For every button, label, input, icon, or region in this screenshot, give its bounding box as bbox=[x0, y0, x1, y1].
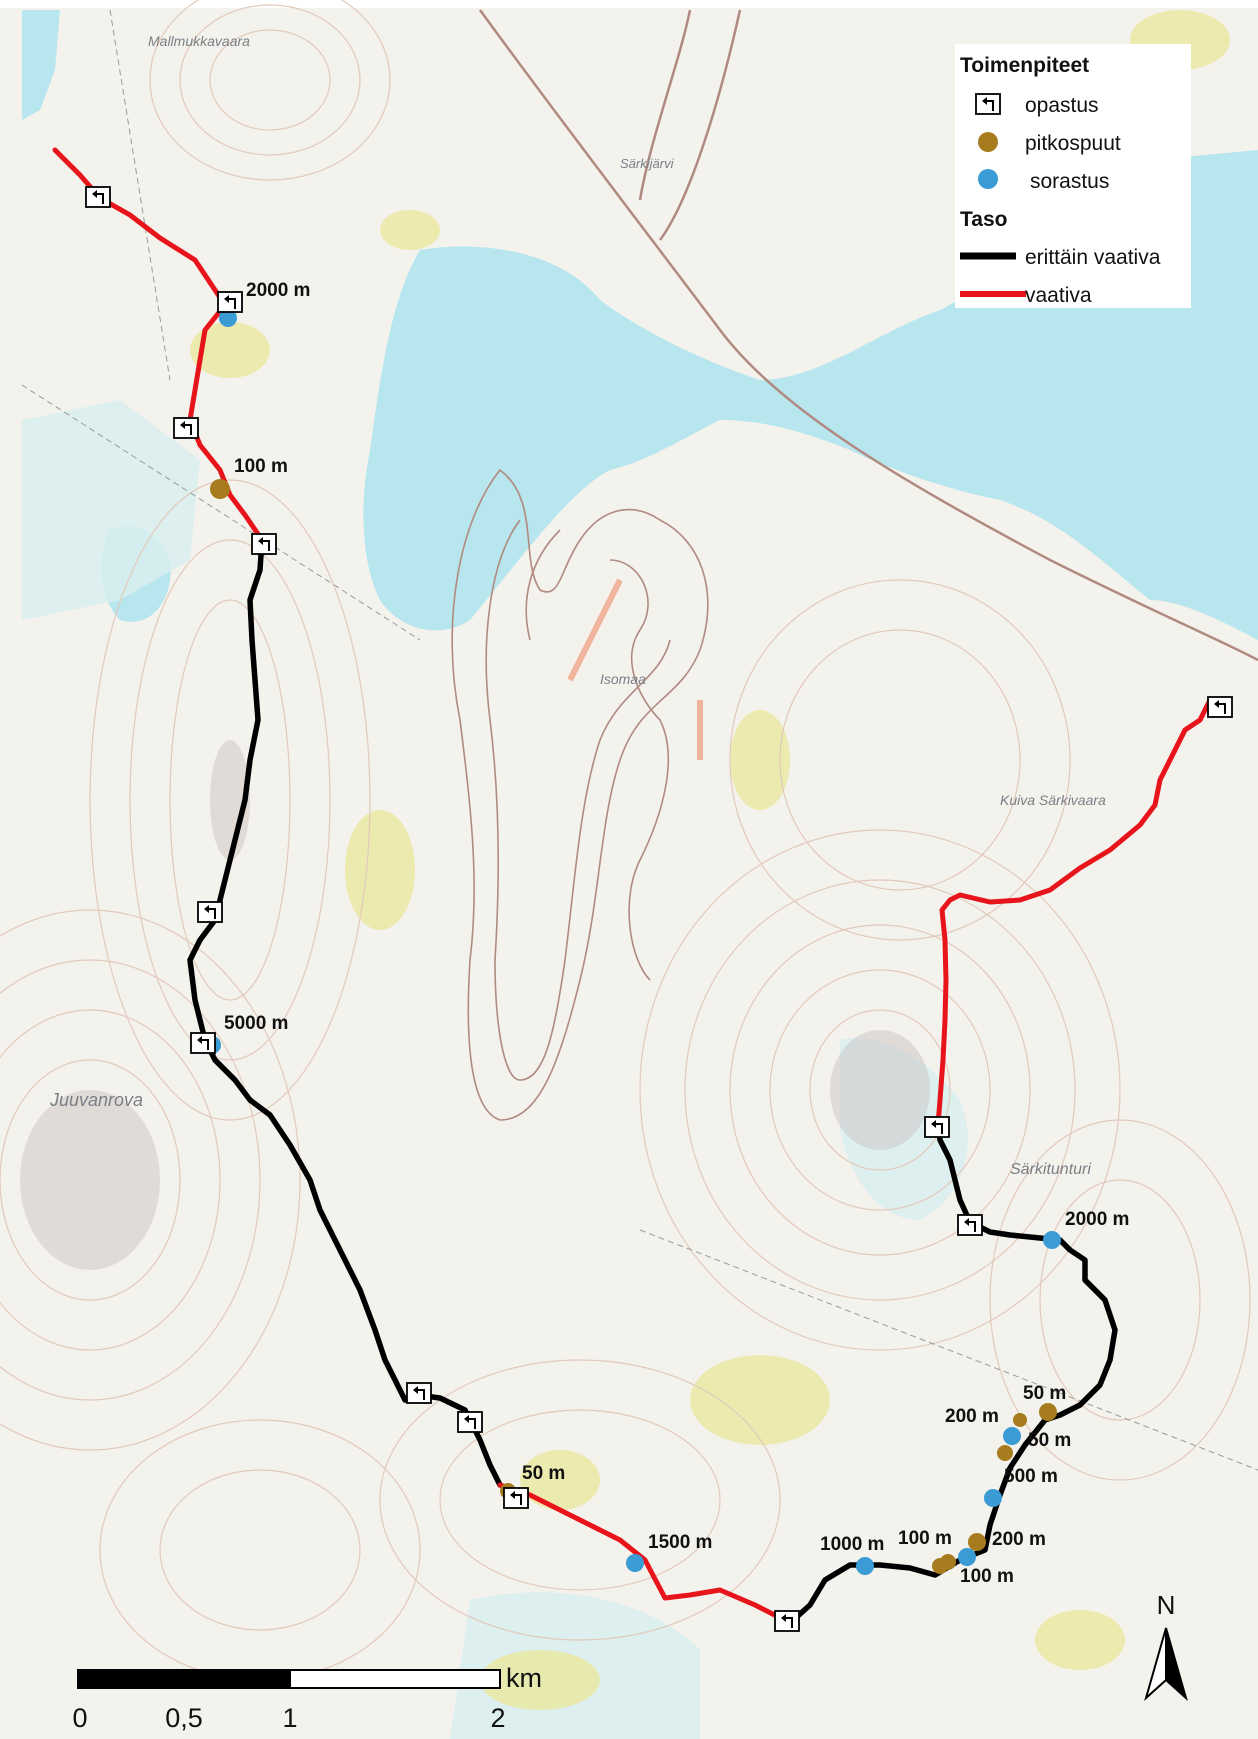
legend-title-taso: Taso bbox=[960, 208, 1007, 231]
pitkospuut-point bbox=[997, 1445, 1013, 1461]
main-road bbox=[478, 9, 1258, 662]
opastus-sign-icon bbox=[924, 1116, 950, 1138]
legend-sign-turn-left-icon bbox=[975, 93, 1001, 115]
pitkospuut-point bbox=[940, 1554, 956, 1570]
opastus-sign-icon bbox=[957, 1214, 983, 1236]
distance-label: 2000 m bbox=[1065, 1209, 1129, 1230]
field-8 bbox=[480, 1650, 600, 1710]
sorastus-point bbox=[219, 309, 237, 327]
north-arrow-right-icon bbox=[1165, 1627, 1188, 1702]
sorastus-point bbox=[1043, 1231, 1061, 1249]
wetland-sarkitunturi bbox=[840, 1038, 968, 1220]
opastus-sign-icon bbox=[774, 1610, 800, 1632]
place-mallmukkavaara: Mallmukkavaara bbox=[148, 33, 250, 49]
field-1 bbox=[190, 322, 270, 378]
legend: Toimenpiteet opastus pitkospuut sorastus… bbox=[955, 44, 1191, 308]
scale-bar: km 0 0,5 1 2 bbox=[72, 1663, 542, 1733]
legend-label-erittain-vaativa: erittäin vaativa bbox=[1025, 246, 1161, 269]
sorastus-point bbox=[1003, 1427, 1021, 1445]
north-arrow-label: N bbox=[1157, 1590, 1176, 1620]
place-sarkitunturi: Särkitunturi bbox=[1010, 1161, 1091, 1178]
opastus-sign-icon bbox=[190, 1032, 216, 1054]
opastus-sign-icon bbox=[173, 417, 199, 439]
field-3 bbox=[345, 810, 415, 930]
field-6 bbox=[520, 1450, 600, 1510]
legend-label-vaativa: vaativa bbox=[1025, 284, 1092, 307]
distance-label: 50 m bbox=[522, 1463, 565, 1484]
place-isomaa: Isomaa bbox=[600, 671, 646, 687]
field-4 bbox=[730, 710, 790, 810]
distance-labels: 2000 m 100 m 5000 m 50 m 1500 m 1000 m 1… bbox=[224, 280, 1129, 1587]
pitkospuut-points bbox=[210, 479, 1057, 1574]
opastus-sign-icon bbox=[1207, 696, 1233, 718]
legend-title-toimenpiteet: Toimenpiteet bbox=[960, 54, 1089, 77]
distance-label: 50 m bbox=[1028, 1430, 1071, 1451]
scale-bar-unit: km bbox=[506, 1663, 542, 1693]
distance-label: 1500 m bbox=[648, 1532, 712, 1553]
distance-label: 100 m bbox=[898, 1528, 952, 1549]
scale-tick-2: 2 bbox=[490, 1703, 505, 1733]
relief-sarkitunturi bbox=[830, 1030, 930, 1150]
legend-label-opastus: opastus bbox=[1025, 94, 1099, 117]
field-9 bbox=[1035, 1610, 1125, 1670]
pitkospuut-point bbox=[968, 1533, 986, 1551]
roads bbox=[478, 9, 1258, 662]
distance-label: 500 m bbox=[1004, 1466, 1058, 1487]
pitkospuut-point bbox=[1039, 1403, 1057, 1421]
trail-segment-south-red bbox=[497, 1482, 793, 1626]
legend-blue-dot-icon bbox=[978, 169, 998, 189]
lake-east-inlet bbox=[1164, 349, 1258, 520]
legend-label-pitkospuut: pitkospuut bbox=[1025, 132, 1121, 155]
sorastus-points bbox=[203, 309, 1061, 1575]
distance-label: 200 m bbox=[992, 1529, 1046, 1550]
distance-label: 100 m bbox=[960, 1566, 1014, 1587]
scale-tick-0: 0 bbox=[72, 1703, 87, 1733]
scale-bar-black-segment bbox=[77, 1669, 291, 1689]
north-arrow: N bbox=[1144, 1590, 1188, 1702]
wetland-west bbox=[22, 400, 200, 620]
opastus-sign-icon bbox=[457, 1411, 483, 1433]
legend-brown-dot-icon bbox=[978, 132, 998, 152]
sorastus-point bbox=[856, 1557, 874, 1575]
top-frame bbox=[0, 0, 1258, 8]
pitkospuut-point bbox=[1013, 1413, 1027, 1427]
trail-segment-nw-red bbox=[52, 147, 265, 543]
distance-label: 2000 m bbox=[246, 280, 310, 301]
scale-tick-1: 1 bbox=[282, 1703, 297, 1733]
place-kuiva-sarkivaara: Kuiva Särkivaara bbox=[1000, 792, 1106, 808]
legend-label-sorastus: sorastus bbox=[1030, 170, 1109, 193]
opastus-sign-icon bbox=[197, 901, 223, 923]
relief-juuvanrova bbox=[20, 1090, 160, 1270]
distance-label: 50 m bbox=[1023, 1383, 1066, 1404]
pitkospuut-point bbox=[210, 479, 230, 499]
road-north bbox=[658, 9, 742, 241]
opastus-sign-icon bbox=[503, 1487, 529, 1509]
power-lines bbox=[21, 9, 1258, 1471]
place-sarkijarvi: Särkijärvi bbox=[620, 156, 675, 171]
road-north-2 bbox=[638, 9, 692, 201]
opastus-sign-icon bbox=[251, 533, 277, 555]
scale-bar-white-segment bbox=[289, 1669, 501, 1689]
place-names: Mallmukkavaara Särkijärvi Isomaa Juuvanr… bbox=[49, 33, 1106, 1178]
opastus-sign-icon bbox=[85, 186, 111, 208]
distance-label: 100 m bbox=[234, 456, 288, 477]
distance-label: 1000 m bbox=[820, 1534, 884, 1555]
scale-tick-05: 0,5 bbox=[165, 1703, 203, 1733]
distance-label: 5000 m bbox=[224, 1013, 288, 1034]
lake-northwest bbox=[22, 10, 60, 120]
opastus-sign-icon bbox=[406, 1382, 432, 1404]
opastus-sign-icon bbox=[217, 291, 243, 313]
field-2 bbox=[380, 210, 440, 250]
sorastus-point bbox=[958, 1548, 976, 1566]
sorastus-point bbox=[984, 1489, 1002, 1507]
trail-segment-ne-red bbox=[935, 697, 1213, 1128]
contour-lines bbox=[0, 0, 1251, 1681]
race-circuit bbox=[451, 468, 709, 1121]
place-juuvanrova: Juuvanrova bbox=[49, 1090, 143, 1110]
field-5 bbox=[690, 1355, 830, 1445]
sorastus-point bbox=[626, 1554, 644, 1572]
distance-label: 200 m bbox=[945, 1406, 999, 1427]
